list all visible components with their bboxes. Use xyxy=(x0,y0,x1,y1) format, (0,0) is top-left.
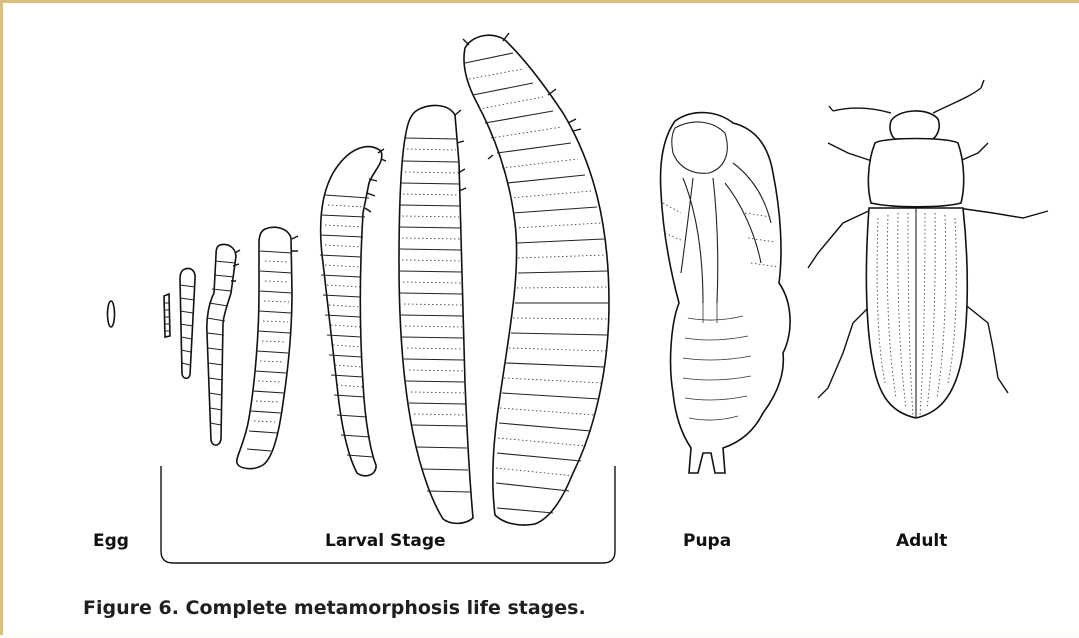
pupa-drawing xyxy=(661,113,791,473)
adult-beetle-drawing xyxy=(808,80,1048,418)
figure-caption: Figure 6. Complete metamorphosis life st… xyxy=(83,597,586,619)
larval-stage-label: Larval Stage xyxy=(325,531,446,551)
adult-label: Adult xyxy=(896,531,947,551)
larva-4-drawing xyxy=(237,227,298,468)
larva-3-drawing xyxy=(207,244,240,445)
larva-2-drawing xyxy=(180,268,195,378)
larva-5-drawing xyxy=(320,147,386,476)
larva-6-drawing xyxy=(399,105,473,523)
larva-1-drawing xyxy=(164,294,170,337)
egg-label: Egg xyxy=(93,531,129,551)
pupa-label: Pupa xyxy=(683,531,731,551)
larva-7-drawing xyxy=(463,33,609,525)
egg-drawing xyxy=(108,301,115,327)
